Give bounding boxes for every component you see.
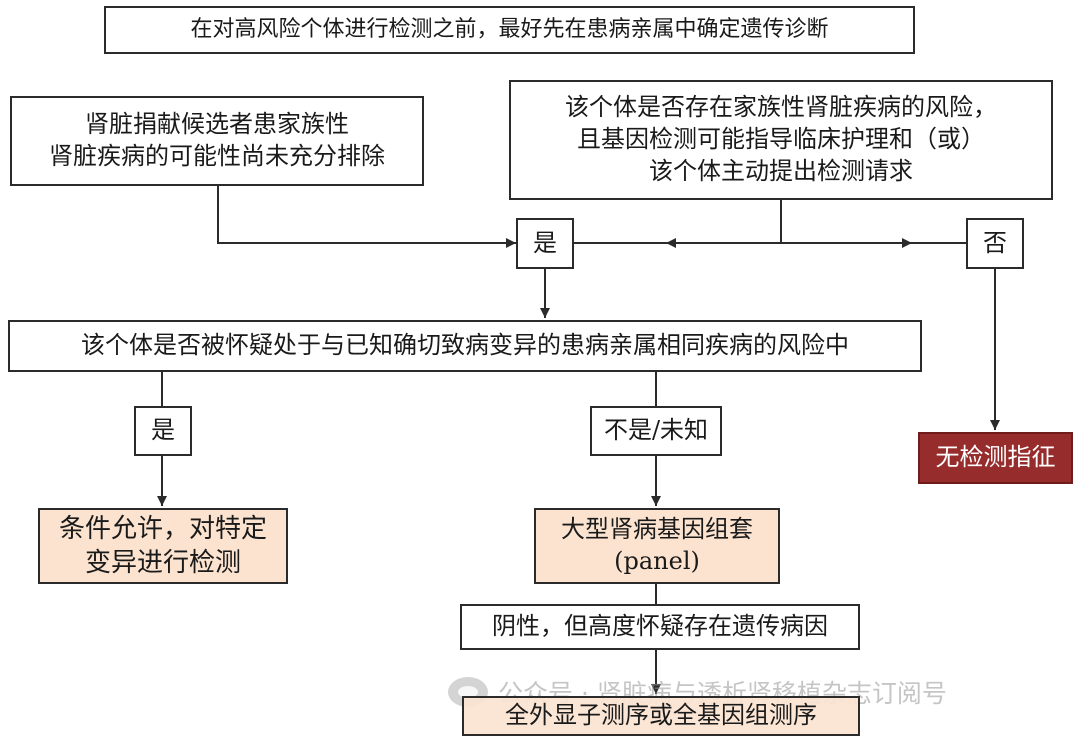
donor-candidate-line-1: 肾脏捐献候选者患家族性: [85, 110, 349, 139]
donor-candidate-box: 肾脏捐献候选者患家族性 肾脏疾病的可能性尚未充分排除: [10, 96, 424, 186]
yes-branch-box: 是: [134, 406, 192, 456]
kidney-gene-panel-line-2: (panel): [614, 547, 700, 575]
targeted-variant-test-line-1: 条件允许，对特定: [58, 513, 267, 544]
targeted-variant-test-box: 条件允许，对特定 变异进行检测: [38, 508, 288, 584]
kidney-gene-panel-box: 大型肾病基因组套 (panel): [534, 508, 780, 584]
negative-high-suspicion-text: 阴性，但高度怀疑存在遗传病因: [492, 612, 828, 641]
no-decision-box: 否: [966, 218, 1024, 269]
top-note-box: 在对高风险个体进行检测之前，最好先在患病亲属中确定遗传诊断: [104, 6, 915, 54]
exome-genome-sequencing-box: 全外显子测序或全基因组测序: [462, 696, 860, 736]
top-note-text: 在对高风险个体进行检测之前，最好先在患病亲属中确定遗传诊断: [190, 17, 829, 43]
yes-decision-box: 是: [516, 218, 574, 269]
family-risk-line-2: 且基因检测可能指导临床护理和（或）: [577, 125, 985, 154]
relative-risk-question-text: 该个体是否被怀疑处于与已知确切致病变异的患病亲属相同疾病的风险中: [81, 331, 849, 360]
donor-candidate-line-2: 肾脏疾病的可能性尚未充分排除: [49, 142, 385, 170]
family-risk-box: 该个体是否存在家族性肾脏疾病的风险， 且基因检测可能指导临床护理和（或） 该个体…: [509, 80, 1053, 200]
connector-donor-to-yes: [217, 186, 383, 244]
exome-genome-sequencing-text: 全外显子测序或全基因组测序: [505, 701, 817, 730]
targeted-variant-test-line-2: 变异进行检测: [84, 548, 241, 578]
family-risk-line-1: 该个体是否存在家族性肾脏疾病的风险，: [565, 93, 997, 122]
relative-risk-question-box: 该个体是否被怀疑处于与已知确切致病变异的患病亲属相同疾病的风险中: [8, 320, 922, 372]
yes-branch-label: 是: [151, 416, 175, 445]
kidney-gene-panel-line-1: 大型肾病基因组套: [561, 515, 753, 544]
negative-high-suspicion-box: 阴性，但高度怀疑存在遗传病因: [460, 604, 860, 650]
yes-decision-label: 是: [533, 228, 557, 257]
no-decision-label: 否: [983, 228, 1007, 257]
family-risk-line-3: 该个体主动提出检测请求: [649, 156, 913, 185]
no-indication-box: 无检测指征: [918, 432, 1073, 484]
no-indication-text: 无检测指征: [935, 443, 1056, 472]
no-unknown-branch-label: 不是/未知: [603, 416, 709, 445]
no-unknown-branch-box: 不是/未知: [590, 406, 722, 456]
